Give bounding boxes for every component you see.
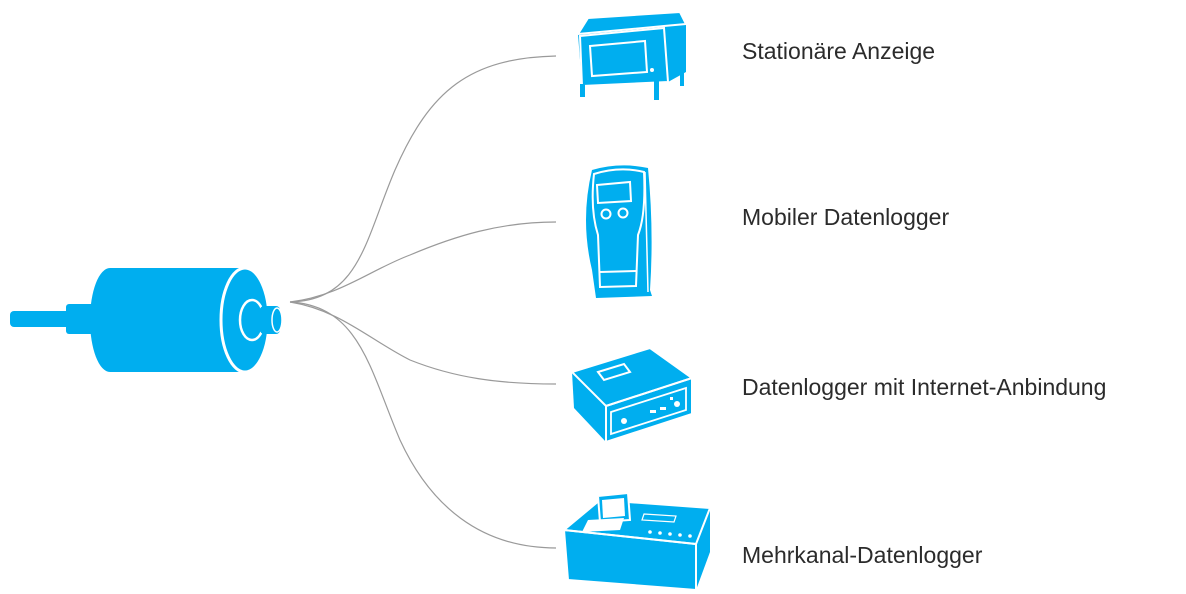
- cylindrical-sensor-icon: [10, 266, 283, 374]
- multichannel-datalogger-icon: [561, 491, 712, 592]
- label-internet-datalogger: Datenlogger mit Internet-Anbindung: [742, 374, 1107, 400]
- label-stationary-display: Stationäre Anzeige: [742, 38, 936, 64]
- handheld-datalogger-icon: [586, 165, 652, 298]
- stationary-display-icon: [576, 10, 688, 100]
- cable-to-multichannel-datalogger: [289, 301, 557, 549]
- cable-to-handheld-datalogger: [289, 221, 557, 303]
- label-multichannel-datalogger: Mehrkanal-Datenlogger: [742, 542, 983, 568]
- cables: [289, 55, 557, 549]
- label-handheld-datalogger: Mobiler Datenlogger: [742, 204, 950, 230]
- cable-to-stationary-display: [289, 55, 557, 303]
- internet-datalogger-icon: [570, 346, 695, 444]
